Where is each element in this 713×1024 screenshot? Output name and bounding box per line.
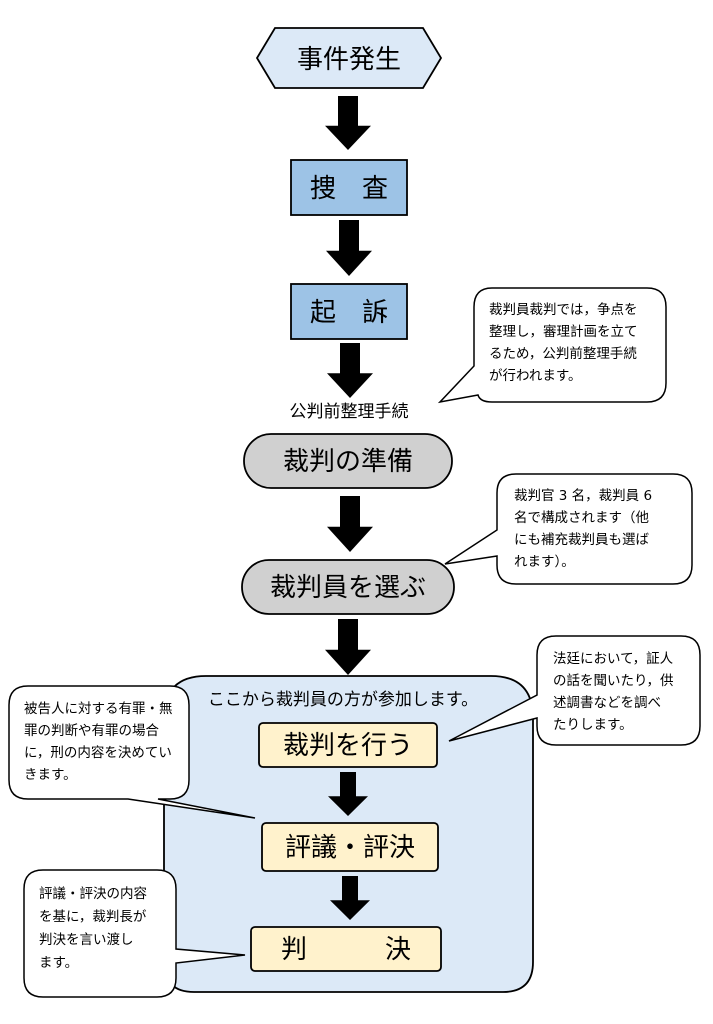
pretrial-note-line: 裁判員裁判では，争点を [489, 302, 638, 318]
sentence-note-line: を基に，裁判長が [39, 908, 147, 925]
judgment-node: 判 決 [250, 926, 442, 972]
composition-note-line: 名で構成されます（他 [514, 510, 649, 526]
sentence-note-line: 判決を言い渡し [39, 932, 134, 948]
svg-text:評議・評決の内容 を基に，裁判長が: 評議・評決の内容 を基に，裁判長が 判決を言い渡し ます。 [39, 885, 151, 971]
composition-note-line: 裁判官 3 名，裁判員 6 [514, 488, 652, 504]
pretrial-note: 裁判員裁判では，争点を 整理し，審理計画を立て るため，公判前整理手続 が行われ… [437, 287, 667, 404]
verdict-note-line: きます。 [24, 767, 77, 783]
flow-arrow-down [326, 220, 372, 276]
verdict-note-line: に，刑の内容を決めてい [24, 744, 172, 761]
deliberation-node: 評議・評決 [261, 822, 439, 872]
select-jurors-node: 裁判員を選ぶ [241, 559, 455, 615]
composition-note: 裁判官 3 名，裁判員 6 名で構成されます（他 にも補充裁判員も選ば れます）… [444, 473, 693, 585]
court-note: 法廷において，証人 の話を聞いたり，供 述調書などを調べ たりします。 [448, 635, 701, 746]
select-jurors-label: 裁判員を選ぶ [270, 573, 426, 603]
conduct-trial-label: 裁判を行う [283, 731, 413, 761]
pretrial-note-line: るため，公判前整理手続 [489, 345, 637, 362]
court-note-line: 述調書などを調べ [553, 695, 661, 711]
incident-node: 事件発生 [255, 27, 443, 89]
flow-arrow-down [330, 876, 370, 920]
flow-arrow-down [325, 96, 371, 150]
flow-arrow-down [328, 772, 368, 816]
sentence-note-line: 評議・評決の内容 [39, 885, 147, 902]
svg-text:裁判員裁判では，争点を 整理し，審理計画を立て: 裁判員裁判では，争点を 整理し，審理計画を立て るため，公判前整理手続 が行われ… [489, 302, 642, 384]
judgment-label: 判 決 [281, 935, 411, 965]
verdict-note-line: 被告人に対する有罪・無 [24, 701, 173, 717]
svg-text:被告人に対する有罪・無 罪の判断や有罪の場合: 被告人に対する有罪・無 罪の判断や有罪の場合 に，刑の内容を決めてい きます。 [24, 701, 177, 783]
trial-prep-node: 裁判の準備 [243, 433, 453, 489]
flow-arrow-down [327, 343, 373, 398]
sentence-note: 評議・評決の内容 を基に，裁判長が 判決を言い渡し ます。 [23, 869, 246, 998]
trial-prep-label: 裁判の準備 [283, 447, 413, 477]
indictment-node: 起 訴 [290, 283, 408, 340]
indictment-label: 起 訴 [310, 298, 388, 328]
composition-note-line: れます）。 [514, 554, 575, 570]
pretrial-label: 公判前整理手続 [290, 402, 409, 422]
pretrial-note-line: が行われます。 [489, 368, 581, 384]
court-note-line: たりします。 [553, 717, 633, 733]
flow-arrow-down [327, 496, 373, 552]
pretrial-note-line: 整理し，審理計画を立て [489, 324, 638, 340]
sentence-note-line: ます。 [39, 955, 78, 971]
composition-note-line: にも補充裁判員も選ば [514, 532, 649, 548]
juror-group-label: ここから裁判員の方が参加します。 [208, 690, 478, 710]
svg-text:裁判官 3 名，裁判員 6 名で構成されます（他: 裁判官 3 名，裁判員 6 名で構成されます（他 にも補充裁判員も選ば れます）… [514, 488, 656, 570]
flow-arrow-down [325, 619, 371, 675]
court-note-line: の話を聞いたり，供 [553, 672, 674, 689]
court-note-line: 法廷において，証人 [553, 651, 674, 667]
arrows [325, 96, 373, 920]
incident-label: 事件発生 [297, 45, 401, 75]
conduct-trial-node: 裁判を行う [258, 722, 438, 768]
deliberation-label: 評議・評決 [285, 833, 415, 863]
verdict-note: 被告人に対する有罪・無 罪の判断や有罪の場合 に，刑の内容を決めてい きます。 [8, 685, 256, 819]
investigation-label: 捜 査 [310, 174, 388, 204]
svg-text:法廷において，証人 の話を聞いたり，供: 法廷において，証人 の話を聞いたり，供 述調書などを調べ たりします。 [553, 651, 678, 733]
verdict-note-line: 罪の判断や有罪の場合 [24, 723, 159, 739]
investigation-node: 捜 査 [290, 159, 408, 216]
